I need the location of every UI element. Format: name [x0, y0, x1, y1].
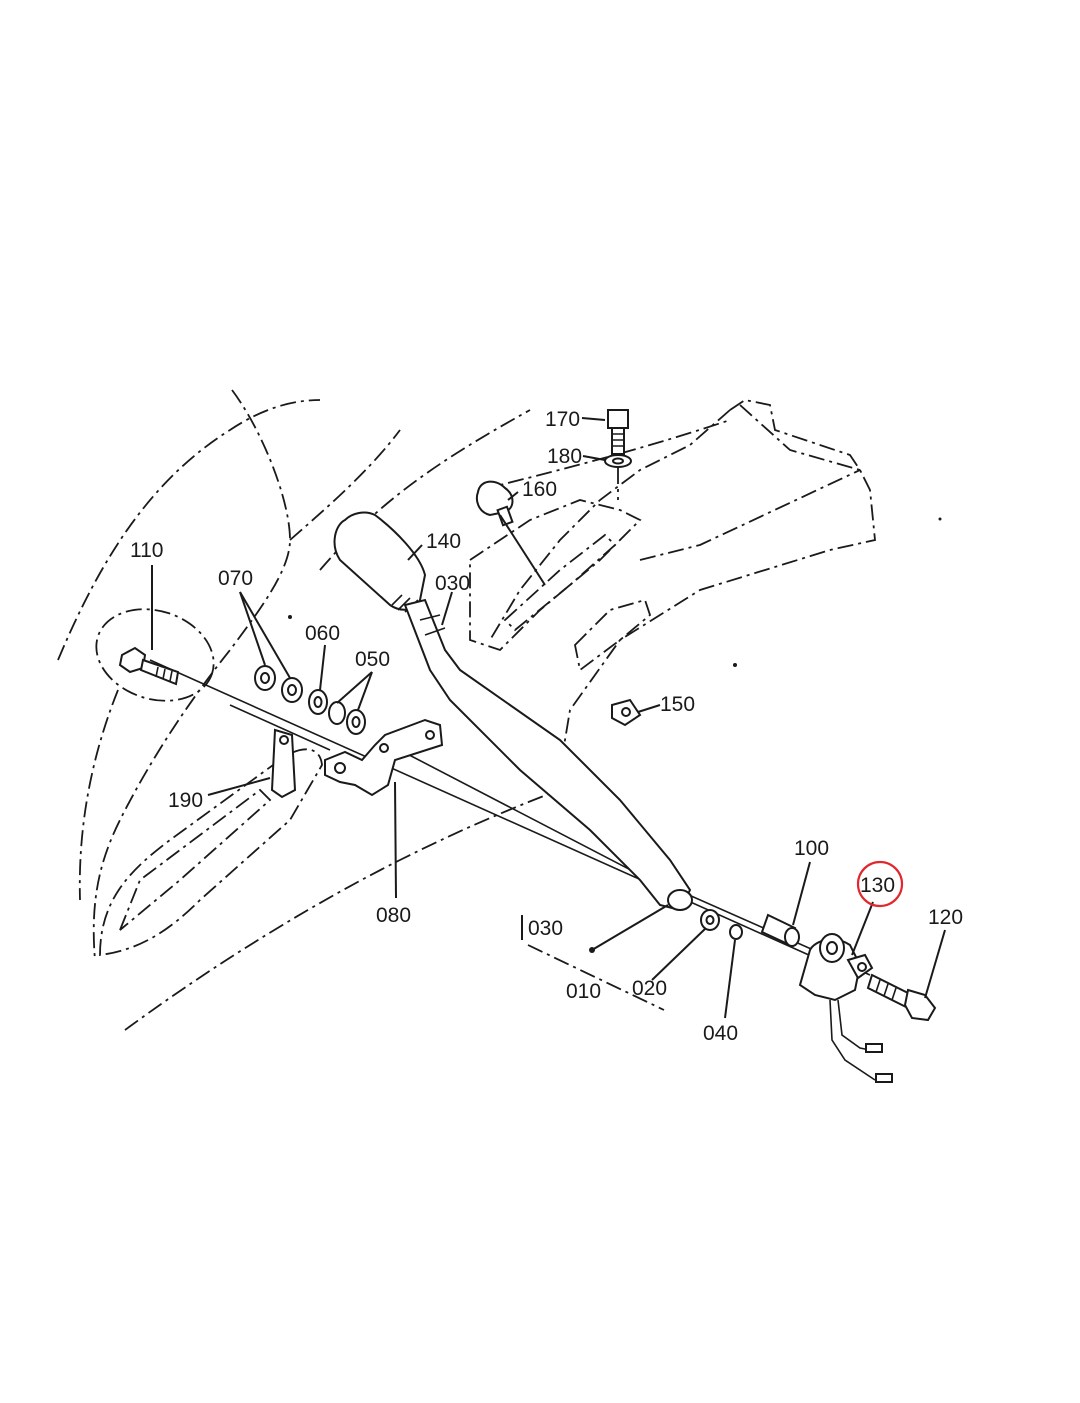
label-070: 070: [218, 567, 253, 590]
rear-fender: [469, 399, 876, 771]
label-170: 170: [545, 408, 580, 431]
label-190: 190: [168, 789, 203, 812]
label-160: 160: [522, 478, 557, 501]
stray-dot: [288, 615, 292, 619]
label-010: 010: [566, 980, 601, 1003]
footstep-panel: [99, 748, 323, 957]
label-080: 080: [376, 904, 411, 927]
brake-lever-arm: [403, 598, 693, 912]
fender-lamp: [95, 608, 215, 702]
part-labels: 170 180 160 140 030 110 070 060 050 150 …: [130, 408, 963, 1045]
stray-dot: [938, 517, 942, 521]
pin-100: [760, 913, 800, 947]
label-100: 100: [794, 837, 829, 860]
bracket-080: [324, 718, 444, 797]
bolt-170: [607, 409, 629, 455]
label-110: 110: [130, 539, 163, 562]
label-180: 180: [547, 445, 582, 468]
leader-lines: [151, 417, 946, 1019]
nut-150: [611, 698, 642, 727]
label-030-lever: 030: [435, 572, 470, 595]
label-050: 050: [355, 648, 390, 671]
label-140: 140: [426, 530, 461, 553]
plate-190: [270, 728, 297, 799]
label-040: 040: [703, 1022, 738, 1045]
washer-180: [604, 454, 632, 468]
bushing-020: [700, 909, 720, 931]
switch-130: [798, 933, 893, 1083]
bolt-110: [118, 646, 180, 686]
bolt-120: [866, 973, 937, 1022]
label-150: 150: [660, 693, 695, 716]
label-030-pin: 030: [528, 917, 563, 940]
washer-060: [308, 689, 328, 715]
label-020: 020: [632, 977, 667, 1000]
label-060: 060: [305, 622, 340, 645]
lever-grip: [333, 511, 427, 613]
knob: [475, 480, 514, 527]
washer-050: [328, 701, 366, 735]
label-130: 130: [860, 874, 895, 897]
spacer-070: [254, 665, 303, 703]
highlight-circle: [856, 860, 904, 908]
collar-040: [729, 924, 743, 940]
label-120: 120: [928, 906, 963, 929]
stray-dot: [733, 663, 737, 667]
